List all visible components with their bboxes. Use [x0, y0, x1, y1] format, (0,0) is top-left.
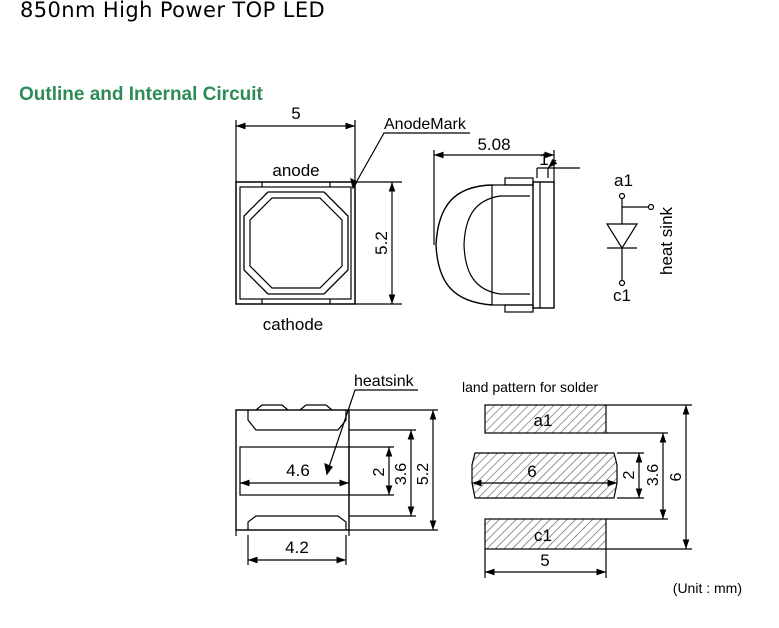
bottom-view-outline: [235, 389, 438, 565]
land-pad-center: [471, 452, 618, 499]
top-width-dim-text: 5: [291, 104, 300, 123]
diode-triangle: [605, 223, 639, 250]
lens-dim-text: 1: [539, 150, 548, 169]
lens-dim-arrow: [547, 158, 558, 169]
land-pad-a1-label: a1: [534, 411, 553, 430]
land-pattern: [471, 404, 692, 578]
bottom-dim-5-2-text: 5.2: [415, 463, 432, 485]
top-view-outline: [235, 120, 470, 305]
height-dim-text: 5.2: [372, 231, 391, 255]
diode-symbol: [605, 192, 655, 287]
depth-dim-text: 5.08: [477, 135, 510, 154]
pad-width-text: 4.2: [285, 538, 309, 557]
land-dim-2-text: 2: [621, 470, 638, 479]
unit-note: (Unit : mm): [673, 580, 742, 596]
land-center-label: 6: [527, 462, 536, 481]
top-lens: [243, 191, 349, 295]
circuit-anode-pin: a1: [614, 171, 633, 190]
bottom-dim-3-6-text: 3.6: [393, 463, 410, 485]
anode-label: anode: [272, 161, 319, 180]
bottom-heatsink: [239, 446, 350, 496]
land-width-text: 5: [540, 551, 549, 570]
land-pattern-title: land pattern for solder: [462, 379, 599, 395]
heatsink-label: heatsink: [354, 373, 415, 390]
heatsink-width-text: 4.6: [286, 461, 310, 480]
cathode-label: cathode: [263, 315, 324, 334]
heat-sink-label: heat sink: [657, 206, 676, 275]
land-pad-c1: [484, 518, 607, 550]
land-dim-6-text: 6: [668, 472, 685, 481]
side-dome: [435, 184, 493, 306]
land-pad-c1-label: c1: [534, 526, 552, 545]
top-package-body: [235, 181, 356, 305]
circuit-cathode-pin: c1: [613, 286, 631, 305]
section-title: Outline and Internal Circuit: [19, 84, 263, 105]
side-view-outline: [433, 150, 580, 313]
anode-mark-leader: [352, 132, 470, 189]
anode-mark-label: AnodeMark: [384, 116, 467, 133]
document-title: 850nm High Power TOP LED: [20, 0, 326, 22]
bottom-dim-2-text: 2: [371, 467, 388, 476]
side-package-body: [532, 181, 555, 309]
land-pad-a1: [484, 404, 607, 434]
land-dim-3-6-text: 3.6: [645, 464, 662, 486]
